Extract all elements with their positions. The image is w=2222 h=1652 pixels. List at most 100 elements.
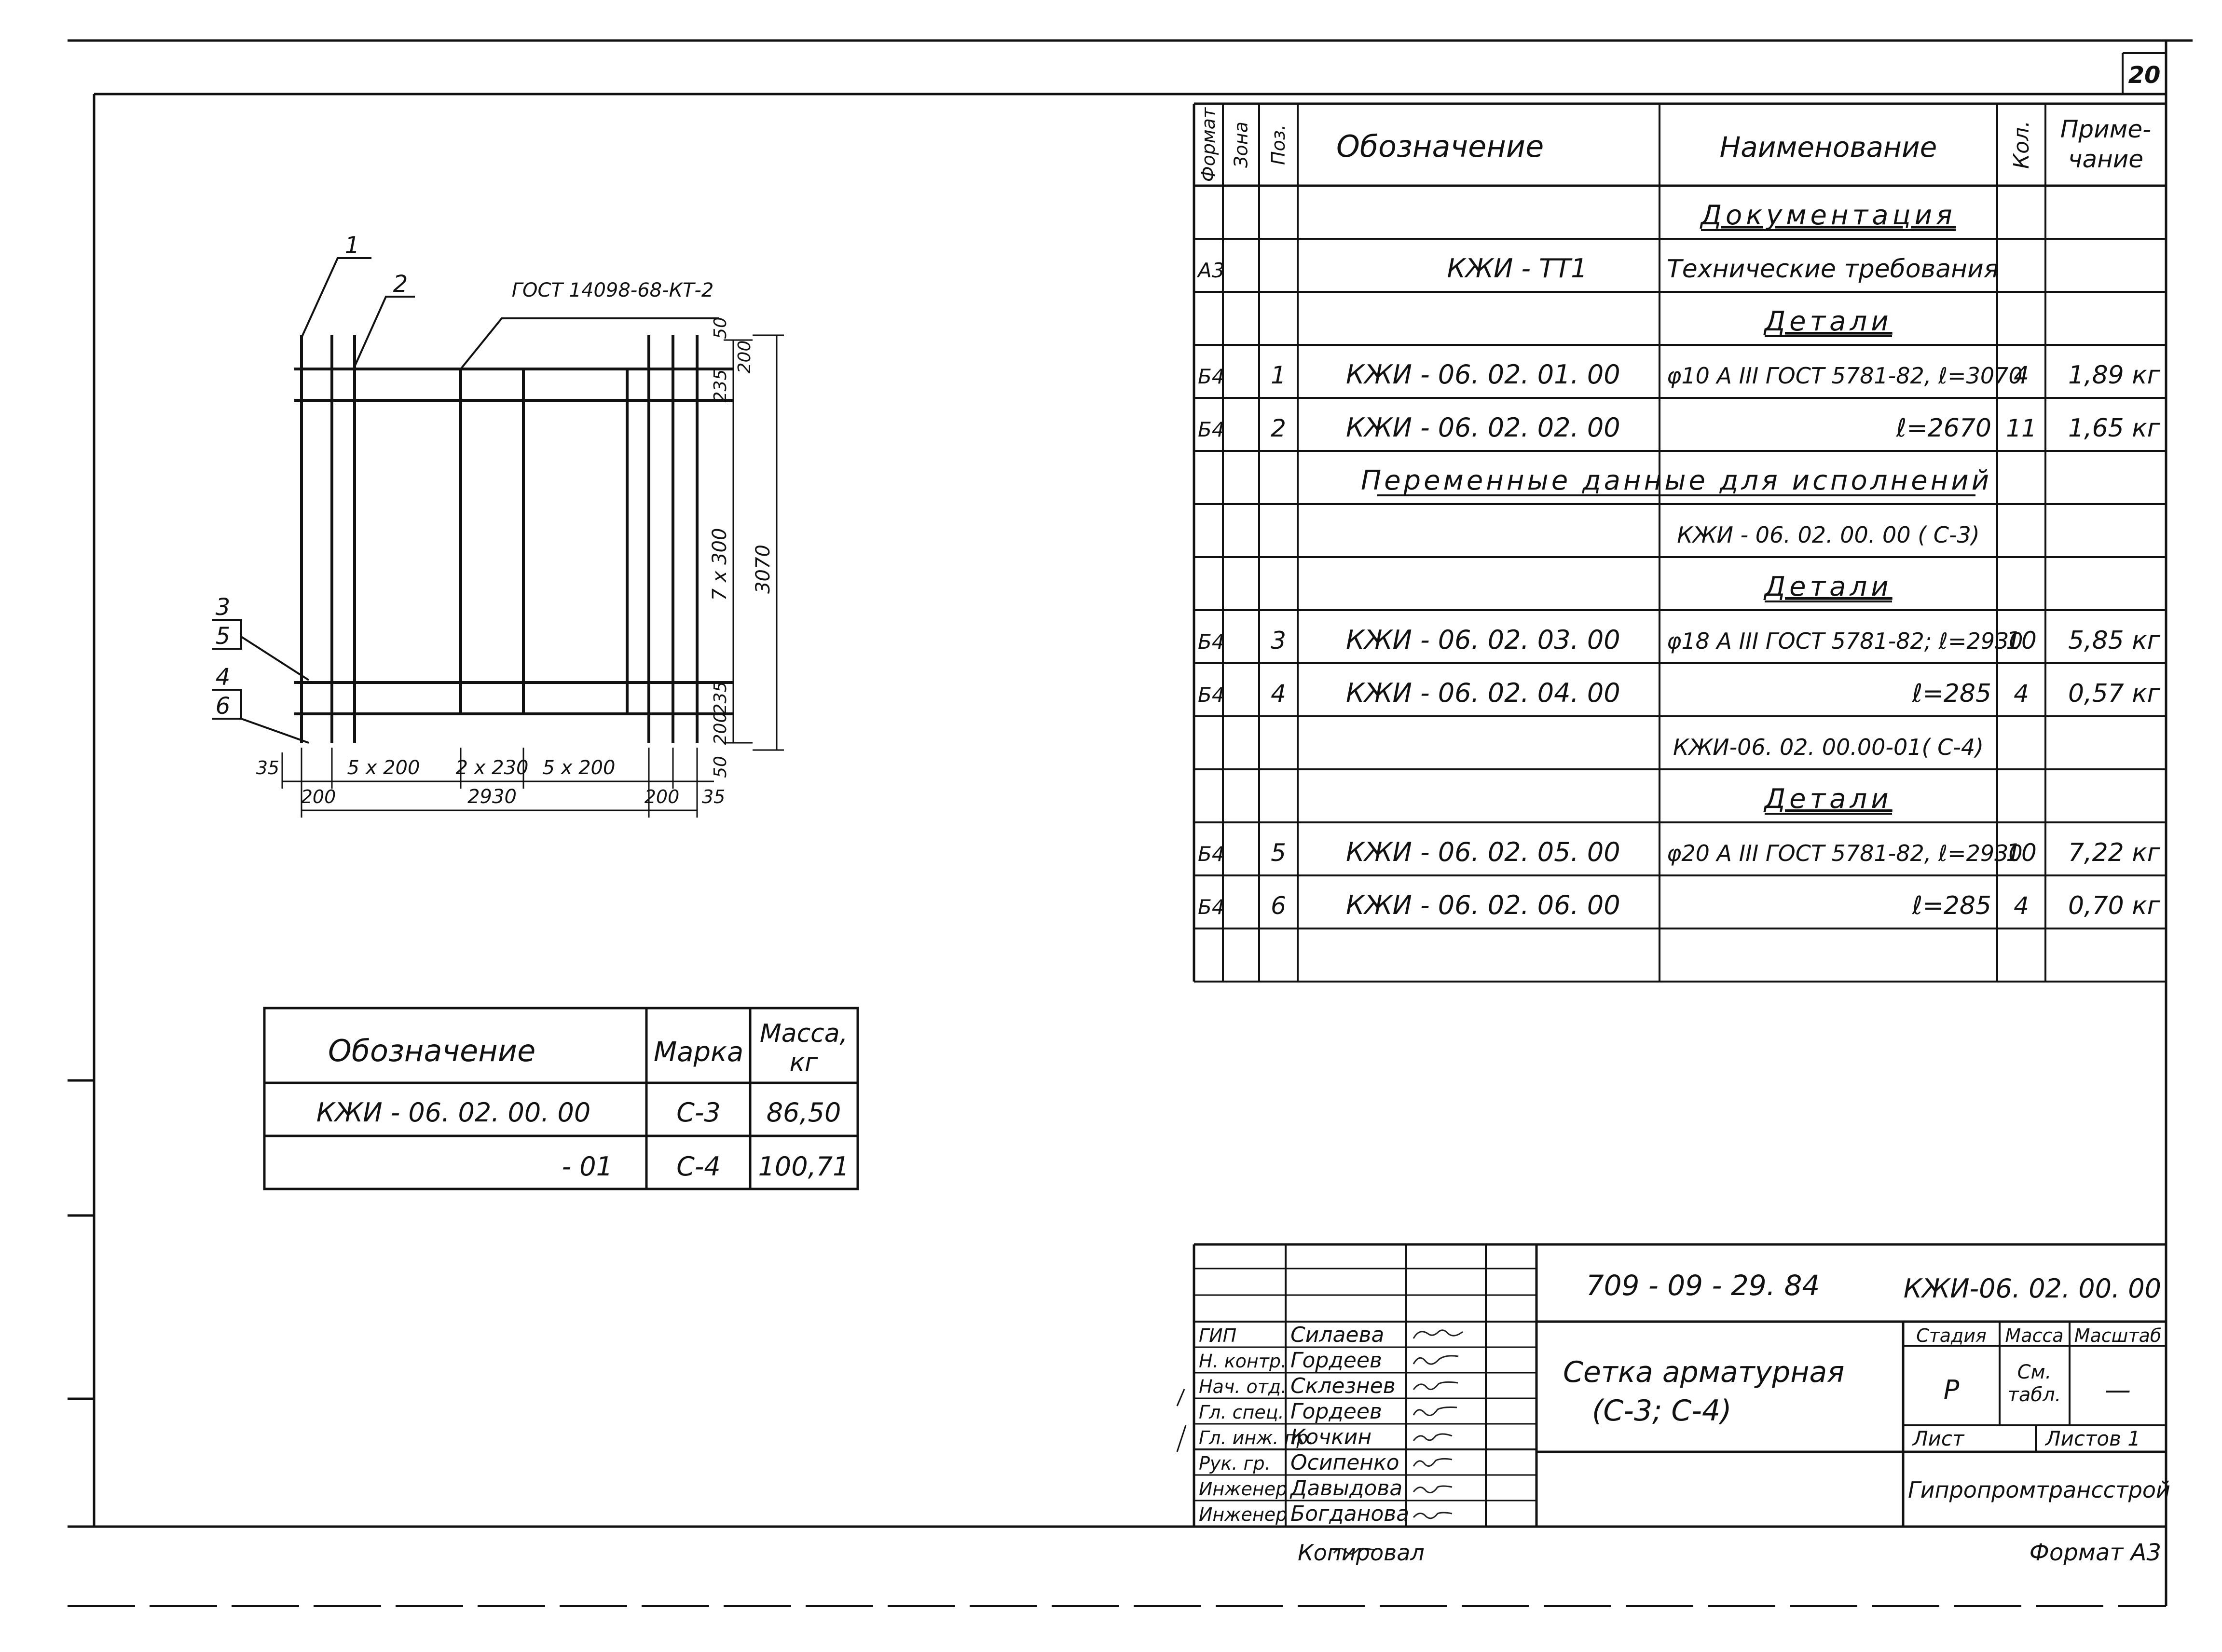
header-qty: Кол. — [2009, 121, 2034, 169]
dim-235-top: 235 — [711, 369, 730, 403]
mass-mark: С-3 — [676, 1097, 721, 1128]
mass-value-line2: табл. — [2008, 1384, 2061, 1406]
signer-role: Гл. инж. пр. — [1199, 1427, 1314, 1448]
spec-quantity: 4 — [2014, 892, 2029, 920]
dim-5x200-right: 5 x 200 — [543, 757, 616, 779]
header-note: Приме- — [2060, 115, 2151, 143]
signer-name: Кочкин — [1290, 1425, 1372, 1449]
dim-200-left: 200 — [301, 786, 336, 807]
spec-format: Б4 — [1198, 418, 1225, 441]
signer-name: Гордеев — [1290, 1348, 1382, 1373]
spec-format: Б4 — [1198, 630, 1225, 654]
specification-table — [1193, 102, 2167, 983]
spec-name: ℓ=285 — [1912, 679, 1991, 708]
dim-50-bottom: 50 — [711, 756, 730, 778]
position-2-label: 2 — [393, 271, 408, 298]
signature-marks — [1333, 1329, 1463, 1555]
spec-position: 4 — [1271, 680, 1286, 708]
scale-value: — — [2105, 1375, 2131, 1405]
dim-200-top: 200 — [735, 341, 754, 374]
signer-role: Рук. гр. — [1199, 1453, 1271, 1474]
dim-2x230: 2 x 230 — [456, 757, 529, 779]
gost-label: ГОСТ 14098-68-КТ-2 — [512, 279, 714, 301]
signer-name: Гордеев — [1290, 1399, 1382, 1424]
header-zone: Зона — [1231, 122, 1252, 168]
mass-header-mass: кг — [790, 1048, 818, 1077]
signer-role: Н. контр. — [1199, 1351, 1287, 1372]
title-block-text: 709 - 09 - 29. 84 КЖИ-06. 02. 00. 00 Сет… — [1298, 1269, 2170, 1566]
mass-table — [263, 1007, 859, 1190]
mass-header-designation: Обозначение — [328, 1033, 535, 1068]
mass-value: 86,50 — [767, 1097, 841, 1128]
copied-label: Копировал — [1298, 1540, 1425, 1566]
spec-designation: КЖИ - 06. 02. 05. 00 — [1346, 837, 1620, 867]
signer-name: Склезнев — [1290, 1374, 1396, 1398]
spec-name: КЖИ-06. 02. 00.00-01( С-4) — [1673, 734, 1984, 760]
mass-value-line1: См. — [2017, 1361, 2052, 1383]
drawing-title-line1: Сетка арматурная — [1563, 1355, 1844, 1389]
spec-note: 7,22 кг — [2068, 838, 2161, 867]
spec-note: 0,57 кг — [2068, 679, 2161, 708]
dim-235-bottom: 235 — [711, 682, 730, 715]
spec-note: 5,85 кг — [2068, 626, 2161, 655]
spec-section-heading: Детали — [1763, 306, 1892, 337]
spec-designation: КЖИ - ТТ1 — [1447, 253, 1587, 284]
signer-name: Силаева — [1290, 1323, 1384, 1347]
spec-name: φ20 А III ГОСТ 5781-82, ℓ=2930 — [1667, 840, 2023, 866]
spec-position: 1 — [1271, 361, 1286, 389]
position-4-label: 4 — [216, 664, 231, 691]
header-designation: Обозначение — [1336, 129, 1544, 164]
spec-position: 6 — [1271, 892, 1286, 920]
signer-role: Инженер — [1199, 1504, 1287, 1525]
mass-value: 100,71 — [758, 1151, 850, 1182]
dim-50-top: 50 — [711, 317, 730, 339]
dim-200-right: 200 — [645, 786, 680, 807]
position-3-label: 3 — [216, 594, 231, 621]
scale-label: Масштаб — [2074, 1325, 2162, 1346]
signer-role: Гл. спец. — [1199, 1402, 1284, 1423]
spec-format: Б4 — [1198, 365, 1225, 388]
dim-2930: 2930 — [467, 786, 517, 808]
spec-quantity: 4 — [2014, 680, 2029, 708]
header-note: чание — [2068, 145, 2143, 173]
dim-35-left: 35 — [256, 757, 279, 778]
spec-designation: КЖИ - 06. 02. 02. 00 — [1346, 412, 1620, 443]
spec-format: А3 — [1196, 259, 1224, 282]
stage-value: Р — [1944, 1375, 1960, 1405]
spec-quantity: 11 — [2006, 414, 2037, 442]
spec-format: Б4 — [1198, 895, 1225, 919]
signer-role: ГИП — [1199, 1325, 1236, 1346]
position-1-label: 1 — [345, 232, 360, 259]
mass-designation: КЖИ - 06. 02. 00. 00 — [316, 1097, 591, 1128]
sheets-label: Листов 1 — [2044, 1427, 2140, 1450]
document-code: 709 - 09 - 29. 84 — [1586, 1269, 1820, 1302]
spec-quantity: 4 — [2014, 361, 2029, 389]
title-block — [1176, 1243, 2166, 1527]
header-pos: Поз. — [1268, 124, 1289, 165]
spec-note: 0,70 кг — [2068, 891, 2161, 920]
drawing-title-line2: (С-3; С-4) — [1592, 1394, 1732, 1428]
header-format: Формат — [1198, 107, 1219, 182]
spec-designation: КЖИ - 06. 02. 01. 00 — [1346, 359, 1620, 390]
dim-3070: 3070 — [752, 545, 774, 594]
mesh-labels: 1 2 ГОСТ 14098-68-КТ-2 3 5 4 6 35 200 5 … — [216, 232, 774, 808]
spec-position: 5 — [1271, 839, 1286, 867]
spec-quantity: 10 — [2006, 839, 2037, 867]
position-6-label: 6 — [216, 693, 231, 720]
dim-5x200-left: 5 x 200 — [347, 757, 420, 779]
spec-section-heading: Детали — [1763, 783, 1892, 815]
spec-format: Б4 — [1198, 683, 1225, 707]
mass-header-mass: Масса, — [760, 1019, 848, 1048]
signer-role: Инженер — [1199, 1478, 1287, 1500]
spec-format: Б4 — [1198, 842, 1225, 866]
spec-name: φ10 А III ГОСТ 5781-82, ℓ=3070 — [1667, 363, 2023, 389]
spec-note: 1,65 кг — [2068, 414, 2161, 443]
spec-designation: КЖИ - 06. 02. 04. 00 — [1346, 678, 1620, 708]
stage-label: Стадия — [1916, 1325, 1987, 1346]
sheet-label: Лист — [1912, 1427, 1965, 1450]
mass-label: Масса — [2005, 1325, 2063, 1346]
spec-name: ℓ=285 — [1912, 891, 1991, 920]
